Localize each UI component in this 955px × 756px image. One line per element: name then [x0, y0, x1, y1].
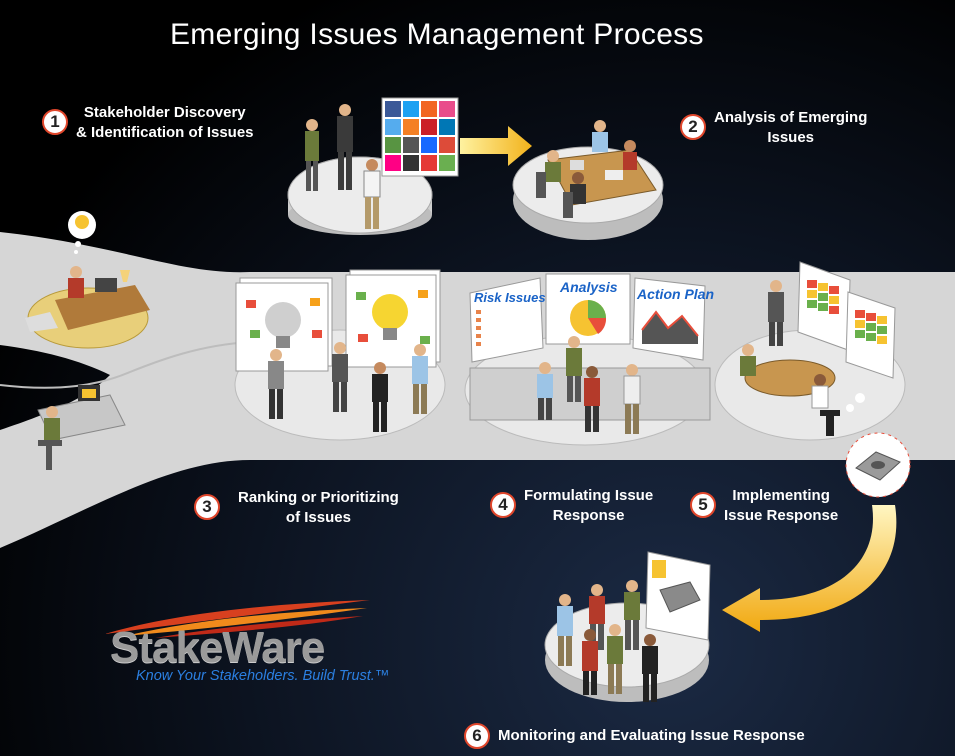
step-label: Monitoring and Evaluating Issue Response — [498, 727, 805, 744]
action-plan-title: Action Plan — [636, 286, 714, 302]
social-media-grid-icon — [381, 97, 459, 177]
step-6: 6 Monitoring and Evaluating Issue Respon… — [464, 723, 805, 749]
arrow-5-to-6 — [722, 505, 897, 632]
arrow-1-to-2 — [460, 126, 532, 166]
analysis-panel: Analysis — [545, 273, 631, 345]
page-title: Emerging Issues Management Process — [170, 18, 704, 51]
step-number: 1 — [42, 109, 68, 135]
risk-issues-title: Risk Issues — [474, 290, 546, 305]
stakeware-swoosh-icon — [105, 600, 370, 638]
desk-researcher — [25, 211, 150, 349]
brand-logo: StakeWare — [110, 623, 325, 672]
risk-issues-panel: Risk Issues — [469, 277, 546, 363]
thought-bubble-icon — [68, 211, 96, 254]
hardware-part-icon — [845, 393, 911, 498]
meeting-table — [536, 120, 657, 218]
heatmap-board-icon — [797, 261, 896, 379]
step-label: Stakeholder Discovery& Identification of… — [76, 104, 254, 141]
step-number: 5 — [690, 492, 716, 518]
pie-chart-icon — [570, 300, 607, 336]
ranking-boards — [235, 269, 441, 372]
action-plan-panel: Action Plan — [632, 277, 714, 361]
step-number: 4 — [490, 492, 516, 518]
analysis-title: Analysis — [559, 279, 618, 295]
step-number: 6 — [464, 723, 490, 749]
lightbulb-icon — [265, 302, 301, 348]
office-worker — [37, 385, 126, 470]
step-number: 3 — [194, 494, 220, 520]
step-1: 1 Stakeholder Discovery& Identification … — [42, 103, 254, 143]
brand-tagline: Know Your Stakeholders. Build Trust.™ — [136, 668, 390, 684]
monitoring-board — [645, 551, 711, 641]
step-number: 2 — [680, 114, 706, 140]
